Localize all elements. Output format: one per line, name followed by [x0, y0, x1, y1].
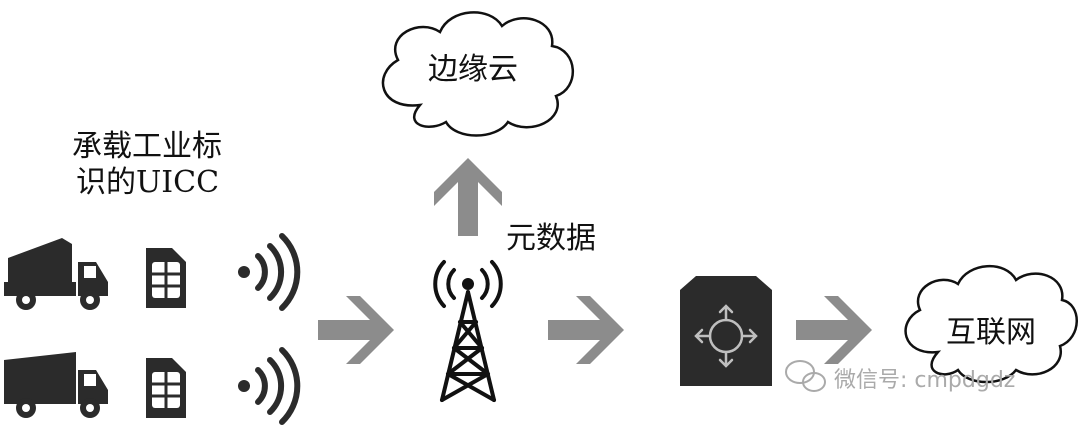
dump-truck-icon: [4, 352, 108, 418]
metadata-label: 元数据: [506, 221, 596, 256]
uicc-label-line1: 承载工业标: [72, 129, 222, 164]
internet-cloud-label: 互联网: [946, 315, 1036, 350]
arrow-up-icon: [434, 158, 502, 236]
arrow-icon: [318, 296, 394, 364]
uicc-label-line2: 识的UICC: [76, 165, 220, 200]
watermark: 微信号: cmpdgdz: [790, 362, 1015, 394]
watermark-text: 微信号: cmpdgdz: [834, 368, 1016, 393]
sim-card-icon: [146, 248, 186, 308]
arrow-icon: [796, 296, 872, 364]
wireless-signal-icon: [238, 347, 301, 425]
internet-cloud-icon: [904, 265, 1078, 384]
arrow-icon: [548, 296, 624, 364]
wechat-icon: [785, 360, 826, 392]
cell-tower-icon: [433, 260, 503, 402]
edge-cloud-icon: [381, 11, 574, 137]
concrete-mixer-truck-icon: [4, 238, 108, 310]
gateway-box-icon: [680, 276, 772, 386]
wireless-signal-icon: [238, 233, 301, 311]
edge-cloud-label: 边缘云: [428, 52, 518, 87]
sim-card-icon: [146, 358, 186, 418]
